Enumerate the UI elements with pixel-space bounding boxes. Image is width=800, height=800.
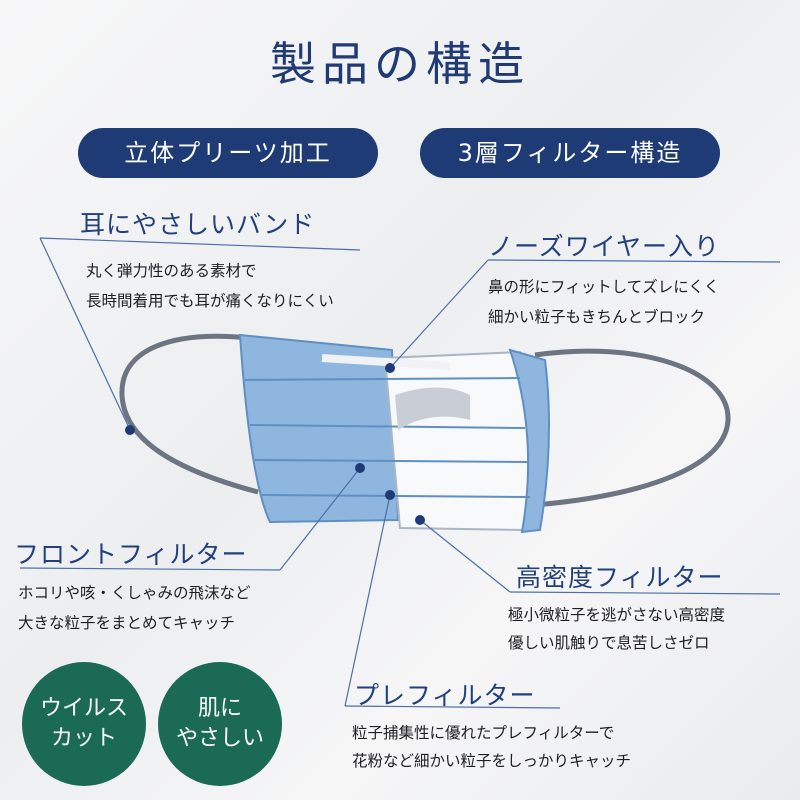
pre-filter-desc-line2: 花粉など細かい粒子をしっかりキャッチ: [352, 752, 632, 770]
mask-front-filter: [238, 333, 400, 524]
pre-filter-heading: プレフィルター: [354, 681, 536, 710]
nose-wire-desc-line2: 細かい粒子もきちんとブロック: [488, 308, 706, 326]
mask-right-edge: [508, 348, 550, 534]
pre-filter-desc-line1: 粒子捕集性に優れたプレフィルターで: [352, 724, 615, 742]
high-density-desc-line1: 極小微粒子を逃がさない高密度: [508, 606, 726, 624]
virus-cut-line2: カット: [50, 726, 117, 751]
ear-loop-right: [534, 348, 731, 508]
front-filter-desc-line2: 大きな粒子をまとめてキャッチ: [18, 614, 236, 632]
ear-band-desc-line2: 長時間着用でも耳が痛くなりにくい: [86, 292, 334, 310]
pleat-badge: 立体プリーツ加工: [78, 128, 378, 178]
nose-wire-heading: ノーズワイヤー入り: [488, 232, 721, 261]
front-filter-heading: フロントフィルター: [14, 540, 248, 569]
three-layer-badge: 3層フィルター構造: [420, 128, 720, 178]
skin-friendly-line2: やさしい: [175, 726, 264, 751]
ear-band-heading: 耳にやさしいバンド: [80, 210, 316, 239]
ear-band-desc-line1: 丸く弾力性のある素材で: [86, 262, 257, 280]
high-density-desc-line2: 優しい肌触りで息苦しさゼロ: [508, 634, 710, 652]
ear-loop-left: [119, 333, 259, 495]
skin-friendly-line1: 肌に: [197, 696, 242, 721]
virus-cut-badge: ウイルス カット: [22, 662, 146, 786]
front-filter-desc-line1: ホコリや咳・くしゃみの飛沫など: [18, 584, 251, 602]
nose-wire-strip: [321, 354, 451, 370]
nose-wire-desc-line1: 鼻の形にフィットしてズレにくく: [488, 278, 720, 296]
skin-friendly-badge: 肌に やさしい: [158, 662, 282, 786]
page-title: 製品の構造: [270, 37, 530, 91]
high-density-filter-heading: 高密度フィルター: [516, 563, 724, 592]
virus-cut-line1: ウイルス: [39, 696, 128, 721]
